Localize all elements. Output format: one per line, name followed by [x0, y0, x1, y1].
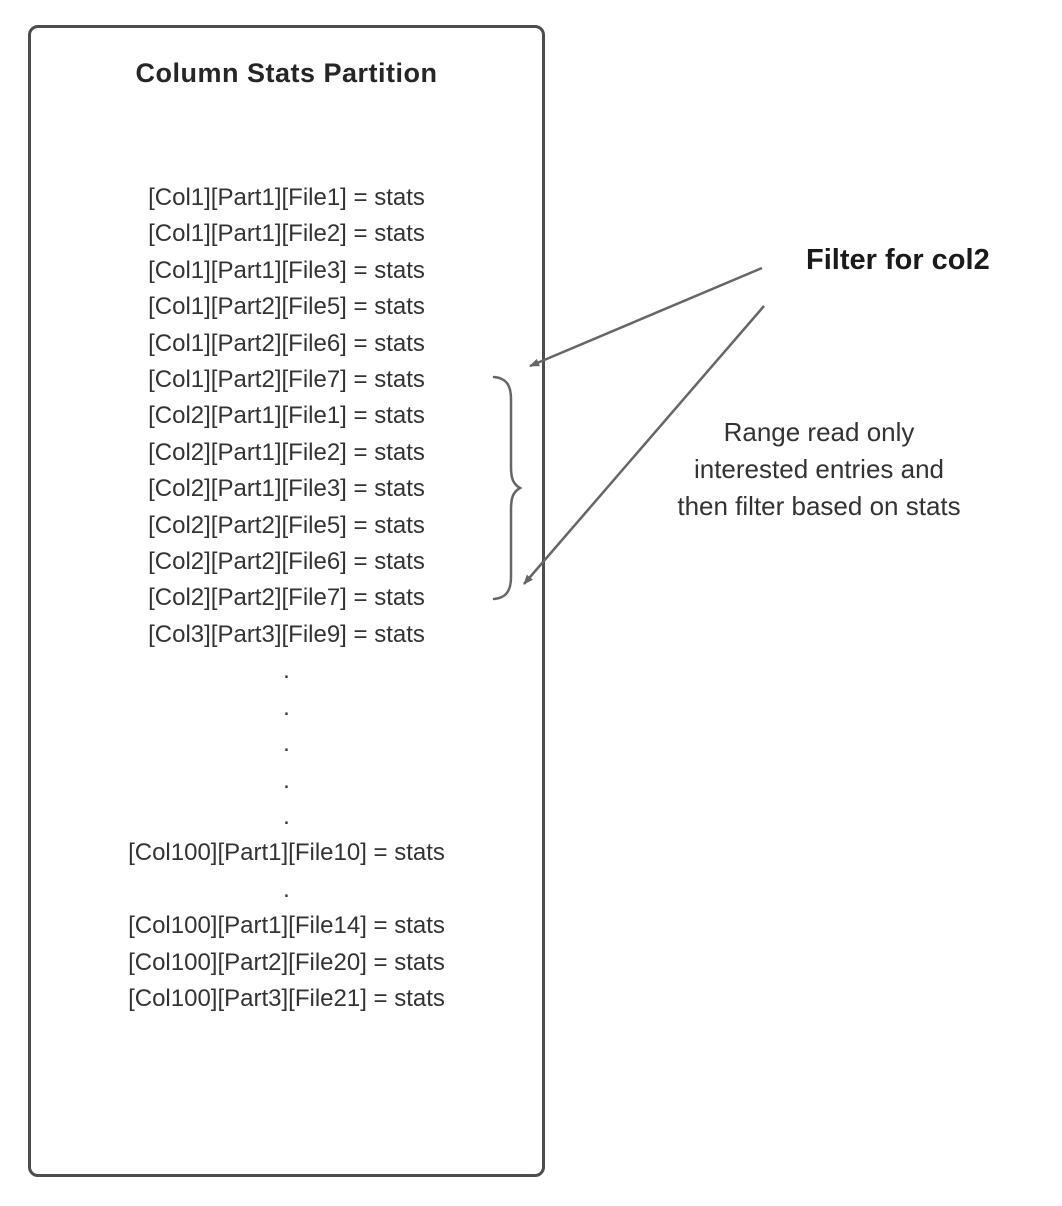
stats-entry: [Col2][Part2][File5] = stats	[148, 511, 425, 539]
stats-entry: .	[283, 802, 290, 830]
stats-entry: [Col1][Part2][File6] = stats	[148, 329, 425, 357]
stats-entry: [Col3][Part3][File9] = stats	[148, 620, 425, 648]
stats-entry: [Col1][Part1][File1] = stats	[148, 184, 425, 211]
stats-entry: .	[283, 730, 290, 758]
stats-entry: .	[283, 875, 290, 903]
stats-entry: [Col1][Part1][File2] = stats	[148, 220, 425, 248]
stats-entry: [Col2][Part1][File2] = stats	[148, 438, 425, 466]
stats-entry: .	[283, 657, 290, 685]
stats-entry: [Col2][Part1][File3] = stats	[148, 475, 425, 503]
stats-entry: .	[283, 766, 290, 794]
stats-entry: [Col1][Part2][File5] = stats	[148, 293, 425, 321]
stats-entry: [Col2][Part2][File6] = stats	[148, 548, 425, 576]
filter-arrow-top	[529, 266, 763, 368]
stats-entry: .	[283, 693, 290, 721]
column-stats-partition-box: Column Stats Partition [Col1][Part1][Fil…	[28, 25, 545, 1177]
stats-entry-list: [Col1][Part1][File1] = stats [Col1][Part…	[31, 180, 542, 1017]
stats-entry: [Col2][Part1][File1] = stats	[148, 402, 425, 430]
stats-entry: [Col1][Part2][File7] = stats	[148, 366, 425, 394]
filter-for-col2-label: Filter for col2	[806, 244, 990, 276]
stats-entry: [Col100][Part2][File20] = stats	[128, 948, 445, 976]
stats-entry: [Col2][Part2][File7] = stats	[148, 584, 425, 612]
range-read-note: Range read only interested entries and t…	[677, 417, 961, 521]
stats-entry: [Col1][Part1][File3] = stats	[148, 256, 425, 284]
box-title: Column Stats Partition	[135, 58, 438, 88]
stats-entry: [Col100][Part1][File10] = stats	[128, 839, 445, 867]
stats-entry: [Col100][Part1][File14] = stats	[128, 912, 445, 940]
stats-entry: [Col100][Part3][File21] = stats	[128, 984, 445, 1012]
